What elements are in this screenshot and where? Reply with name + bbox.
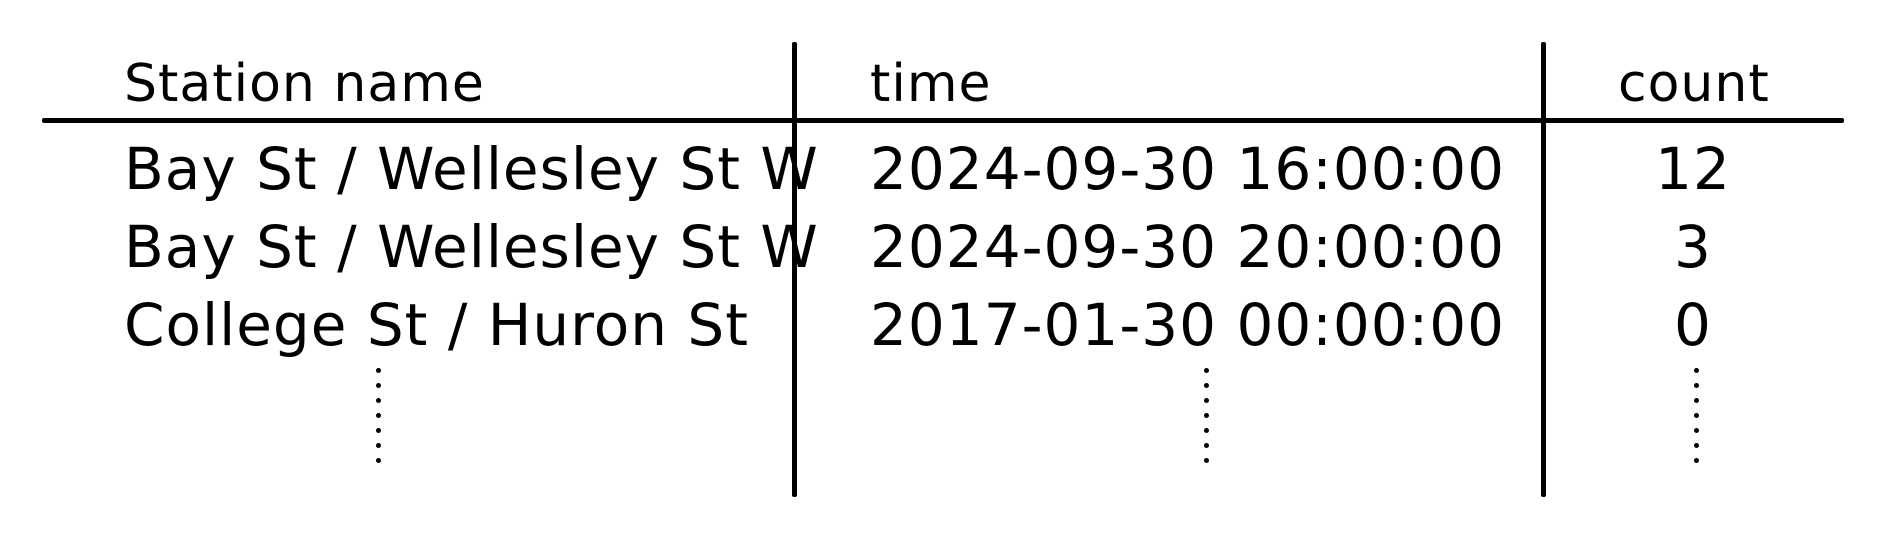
- row-2-count: 3: [1674, 213, 1712, 281]
- header-divider-line: [42, 118, 1844, 123]
- continuation-dots-station: [373, 368, 383, 463]
- row-1-time: 2024-09-30 16:00:00: [870, 135, 1505, 203]
- row-1-station: Bay St / Wellesley St W: [124, 135, 819, 203]
- row-1-count: 12: [1655, 135, 1731, 203]
- header-count: count: [1618, 54, 1770, 114]
- column-divider-1: [792, 42, 797, 497]
- continuation-dots-count: [1691, 368, 1701, 463]
- row-3-station: College St / Huron St: [124, 291, 749, 359]
- column-divider-2: [1541, 42, 1546, 497]
- row-3-time: 2017-01-30 00:00:00: [870, 291, 1505, 359]
- header-station-name: Station name: [124, 54, 485, 114]
- row-2-time: 2024-09-30 20:00:00: [870, 213, 1505, 281]
- row-2-station: Bay St / Wellesley St W: [124, 213, 819, 281]
- continuation-dots-time: [1201, 368, 1211, 463]
- header-time: time: [870, 54, 992, 114]
- row-3-count: 0: [1674, 291, 1712, 359]
